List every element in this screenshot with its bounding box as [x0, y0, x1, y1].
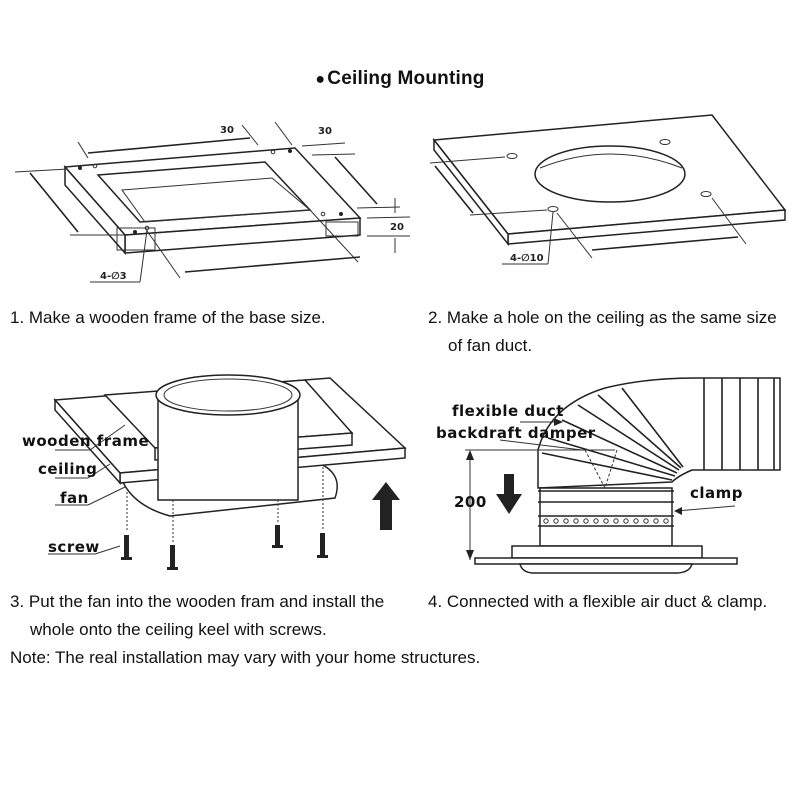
- installation-note: Note: The real installation may vary wit…: [10, 648, 481, 667]
- step-1-line-1: 1. Make a wooden frame of the base size.: [10, 308, 326, 327]
- assembly-drawing: [48, 374, 407, 570]
- label-wooden-frame: wooden frame: [22, 432, 149, 450]
- step-3-line-1: 3. Put the fan into the wooden fram and …: [10, 592, 385, 611]
- hole-callout-label: 4-∅10: [510, 253, 544, 264]
- step-4-line-1: 4. Connected with a flexible air duct & …: [428, 592, 768, 611]
- assembly-diagram: wooden frame ceiling fan screw: [22, 374, 407, 570]
- step-4-caption: 4. Connected with a flexible air duct & …: [428, 588, 767, 616]
- step-1-caption: 1. Make a wooden frame of the base size.: [10, 304, 326, 332]
- step-2-caption: 2. Make a hole on the ceiling as the sam…: [428, 304, 777, 360]
- label-ceiling: ceiling: [38, 460, 97, 478]
- down-arrow-icon: [496, 474, 522, 514]
- step-2-line-1: 2. Make a hole on the ceiling as the sam…: [428, 308, 777, 327]
- label-backdraft-damper: backdraft damper: [436, 424, 596, 442]
- label-clamp: clamp: [690, 484, 743, 502]
- label-fan: fan: [60, 489, 89, 507]
- title-text: Ceiling Mounting: [327, 68, 485, 89]
- ceiling-hole-diagram: 4-∅10: [429, 114, 787, 265]
- dim-height-label: 20: [390, 222, 404, 233]
- ceiling-board-drawing: [429, 114, 787, 265]
- step-2-line-2: of fan duct.: [448, 336, 533, 355]
- step-3-line-2: whole onto the ceiling keel with screws.: [30, 620, 327, 639]
- step-3-caption: 3. Put the fan into the wooden fram and …: [10, 588, 384, 644]
- clamp-holes: [543, 518, 669, 524]
- wooden-frame-diagram: 30 30 20 4-∅3: [14, 121, 411, 283]
- label-flexible-duct: flexible duct: [452, 402, 564, 420]
- page-title: ●Ceiling Mounting: [0, 68, 800, 90]
- dim-right-label: 30: [318, 126, 332, 137]
- duct-diagram: flexible duct backdraft damper clamp 200: [436, 377, 781, 574]
- height-dimension-label: 200: [454, 493, 487, 511]
- dim-top-label: 30: [220, 125, 234, 136]
- hole-callout-label: 4-∅3: [100, 271, 127, 282]
- screws: [121, 467, 328, 570]
- bullet-icon: ●: [315, 71, 326, 88]
- frame-drawing: [14, 121, 411, 283]
- label-screw: screw: [48, 538, 100, 556]
- duct-drawing: [465, 377, 781, 574]
- up-arrow-icon: [372, 482, 400, 530]
